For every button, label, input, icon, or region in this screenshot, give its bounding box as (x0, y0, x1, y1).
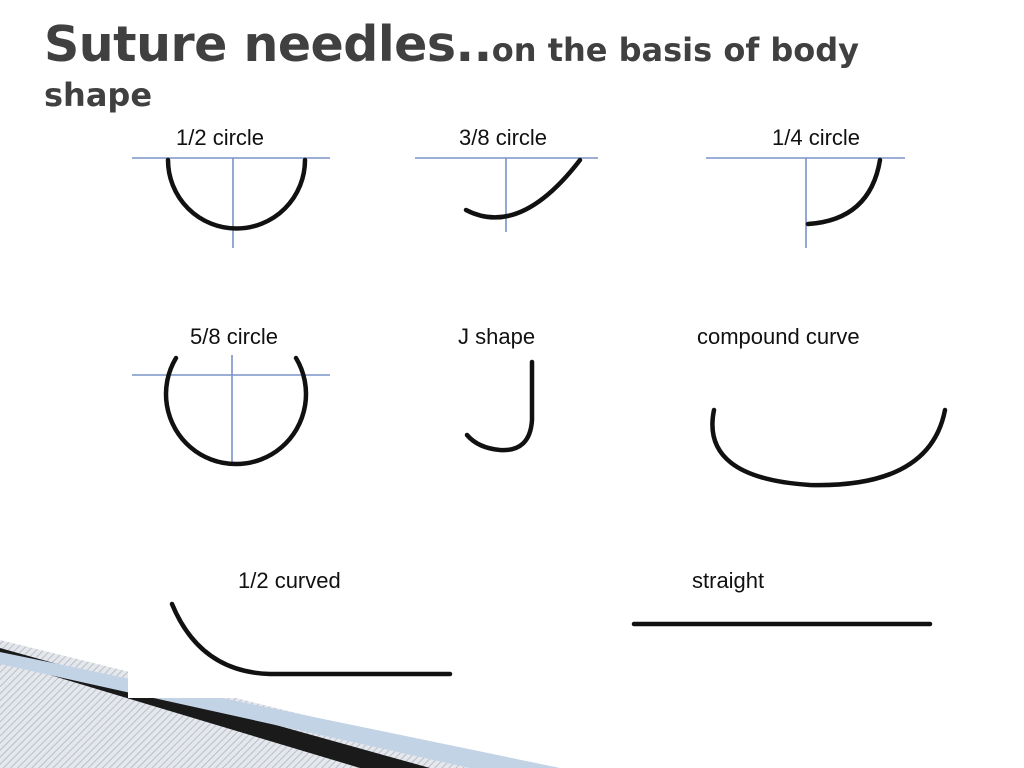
label-half-circle: 1/2 circle (176, 125, 264, 150)
needle-compound-curve: compound curve (697, 324, 948, 488)
title-sub-line2: shape (44, 76, 153, 114)
needle-curve-three-eighths (463, 157, 583, 220)
label-five-eighths-circle: 5/8 circle (190, 324, 278, 349)
label-straight: straight (692, 568, 764, 593)
needle-curve-five-eighths (163, 355, 309, 467)
title-sub: on the basis of body (491, 31, 860, 69)
title-main: Suture needles.. (44, 16, 492, 73)
label-compound-curve: compound curve (697, 324, 860, 349)
needle-curve-half-circle (165, 157, 308, 231)
needle-three-eighths-circle: 3/8 circle (415, 125, 598, 232)
needle-curve-compound (710, 407, 948, 488)
needle-j-shape: J shape (458, 324, 535, 453)
needle-straight: straight (631, 568, 933, 627)
diagram-panel (128, 118, 970, 698)
label-quarter-circle: 1/4 circle (772, 125, 860, 150)
label-half-curved: 1/2 curved (238, 568, 341, 593)
needle-half-circle: 1/2 circle (132, 125, 330, 248)
label-three-eighths-circle: 3/8 circle (459, 125, 547, 150)
needle-curve-half-curved (169, 601, 453, 677)
needle-curve-quarter (805, 157, 883, 227)
needle-curve-j-shape (464, 359, 535, 453)
needle-five-eighths-circle: 5/8 circle (132, 324, 330, 467)
needle-half-curved: 1/2 curved (169, 568, 453, 677)
label-j-shape: J shape (458, 324, 535, 349)
needle-quarter-circle: 1/4 circle (706, 125, 905, 248)
